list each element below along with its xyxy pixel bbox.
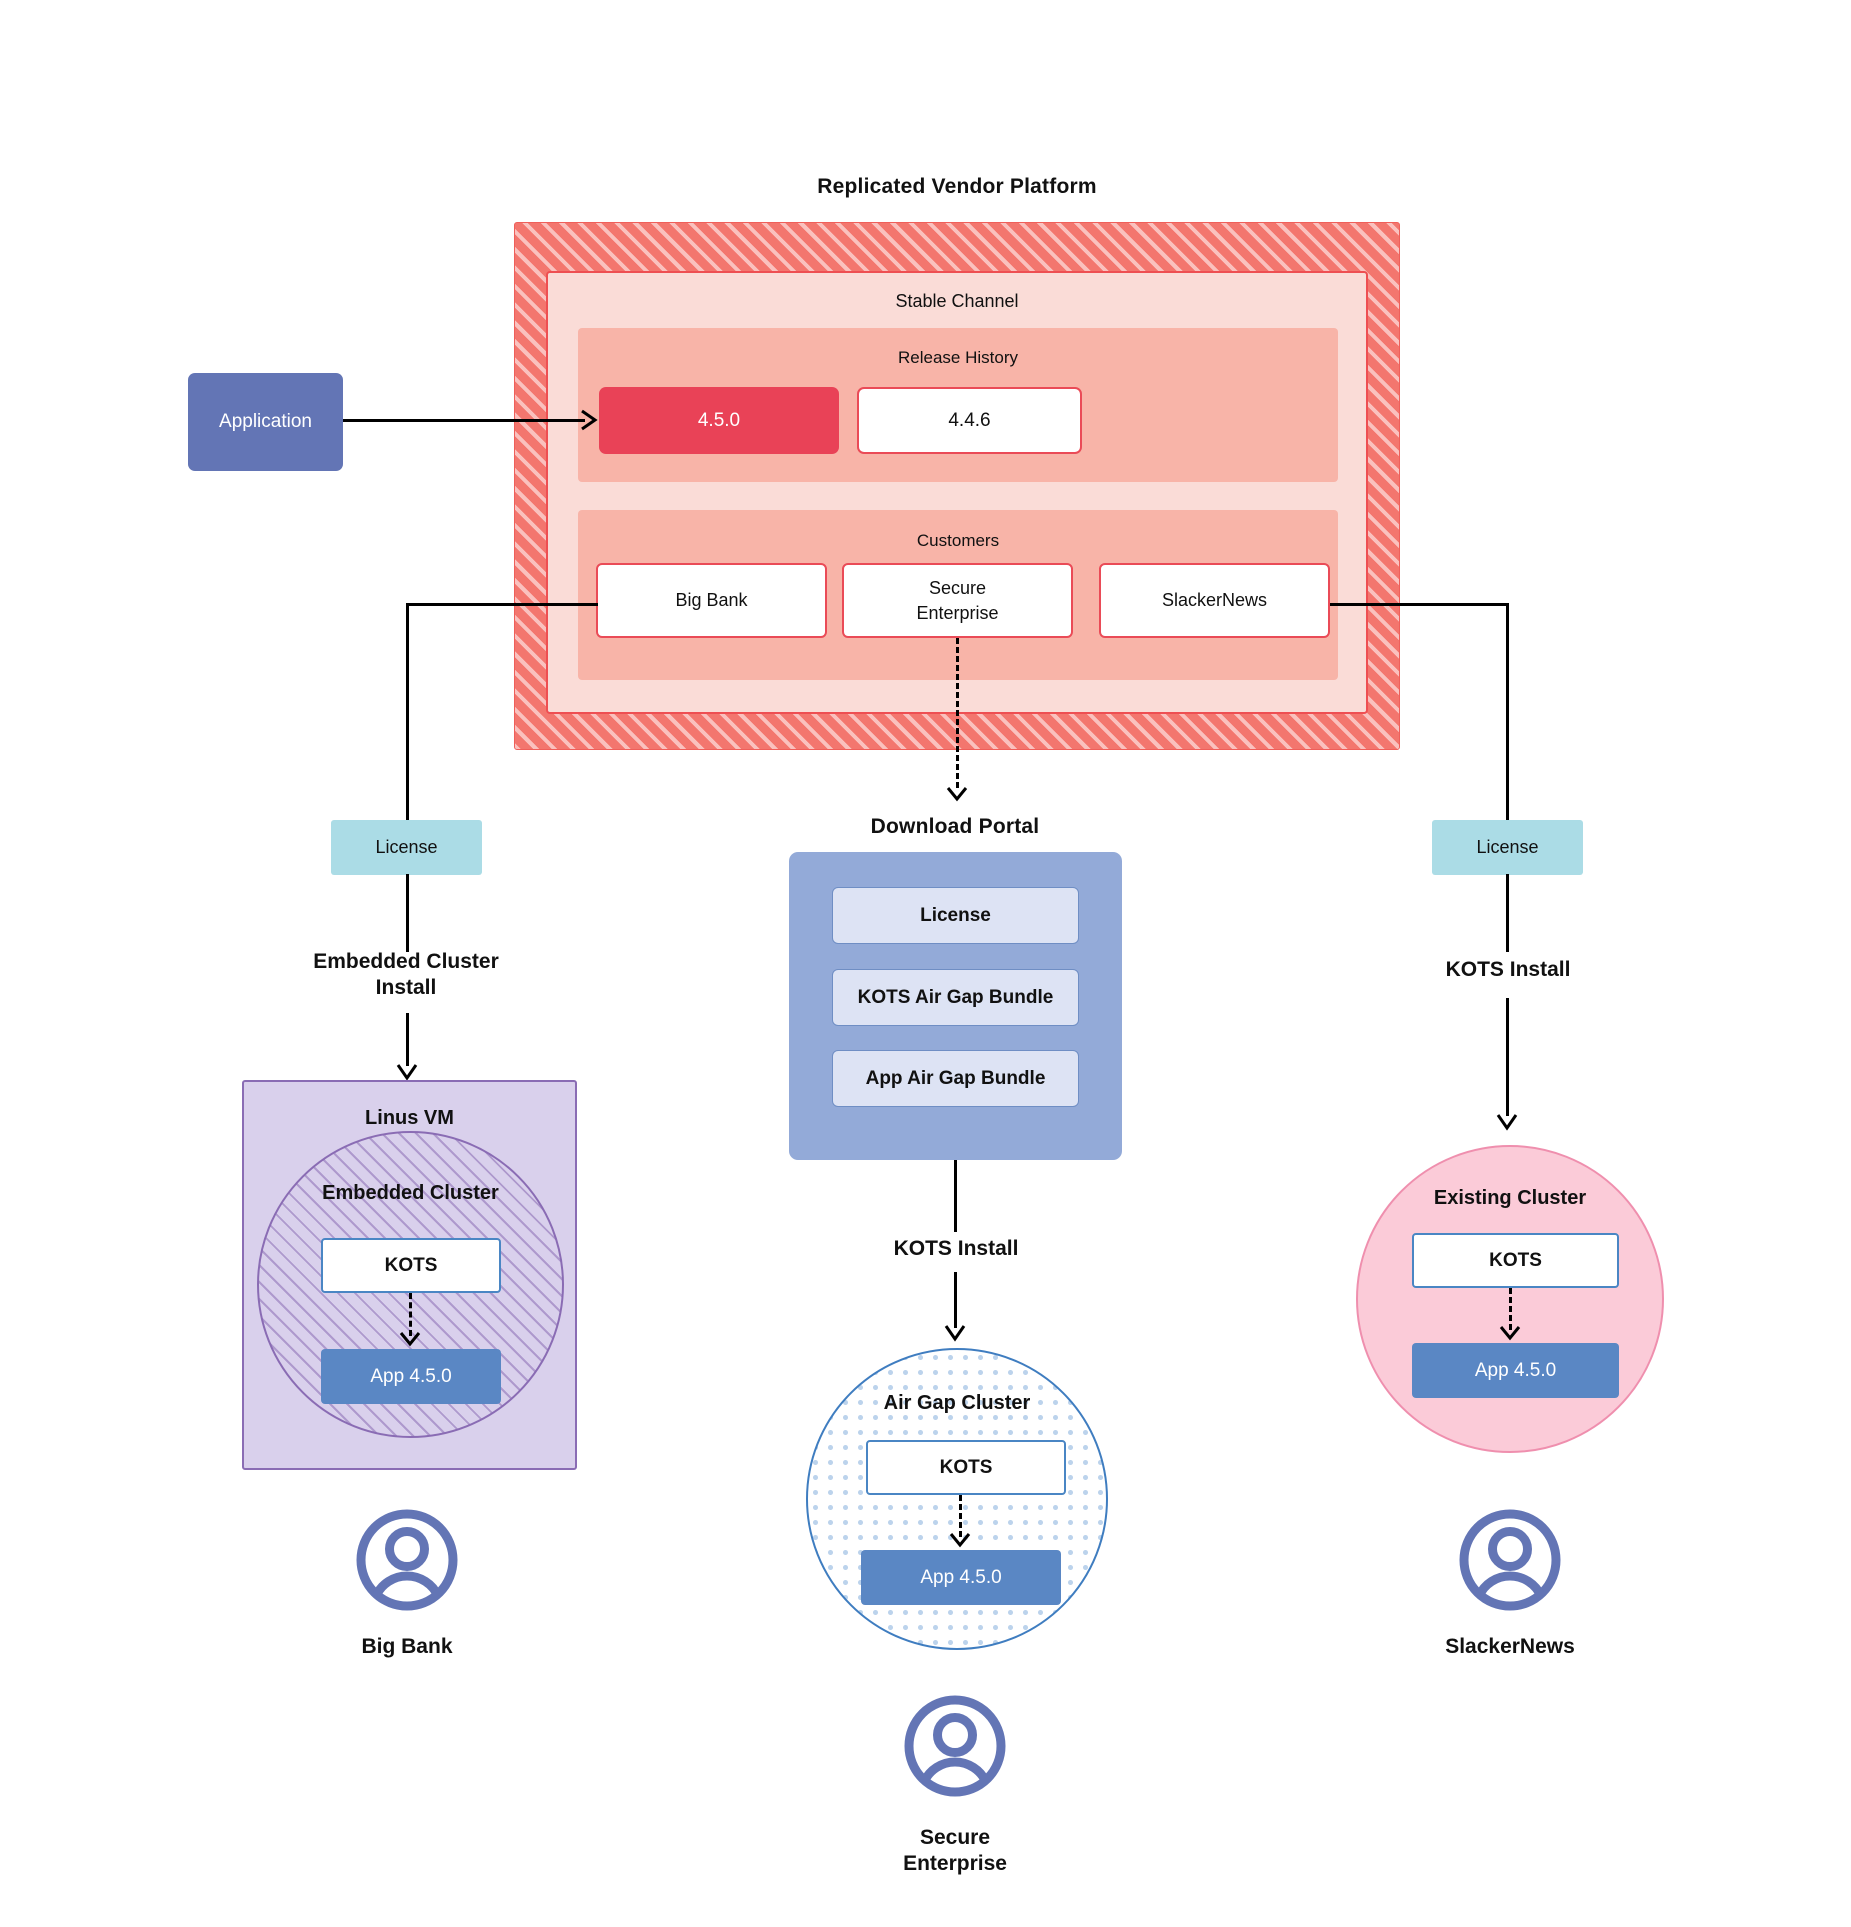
kots-to-app-arrowhead-center <box>949 1533 971 1548</box>
portal-item-kots-airgap-bundle[interactable]: KOTS Air Gap Bundle <box>832 969 1079 1026</box>
customer-card-big-bank[interactable]: Big Bank <box>596 563 827 638</box>
customer-label-line1: Secure <box>919 1825 991 1849</box>
customer-card-label: Big Bank <box>675 590 748 611</box>
portal-item-license[interactable]: License <box>832 887 1079 944</box>
kots-box-embedded[interactable]: KOTS <box>321 1238 501 1293</box>
airgap-arrowhead <box>944 1325 966 1342</box>
kots-box-existing[interactable]: KOTS <box>1412 1233 1619 1288</box>
user-avatar-icon-secure-enterprise <box>903 1694 1007 1798</box>
application-to-release-arrowhead <box>581 409 598 431</box>
existing-cluster-arrowhead <box>1496 1114 1518 1131</box>
air-gap-cluster-title: Air Gap Cluster <box>883 1391 1031 1414</box>
install-to-airgap-line <box>954 1272 957 1328</box>
user-avatar-icon-big-bank <box>355 1508 459 1612</box>
bigbank-branch-vertical <box>406 603 409 821</box>
user-avatar-icon-slackernews <box>1458 1508 1562 1612</box>
portal-arrowhead <box>946 787 968 802</box>
download-portal-title: Download Portal <box>870 815 1040 838</box>
slackernews-branch-horizontal <box>1330 603 1509 606</box>
license-to-install-left-line <box>406 874 409 952</box>
install-label-line2: Install <box>375 976 437 999</box>
portal-item-app-airgap-bundle[interactable]: App Air Gap Bundle <box>832 1050 1079 1107</box>
kots-to-app-dashed-left <box>409 1293 412 1336</box>
embedded-cluster-title: Embedded Cluster <box>322 1181 499 1204</box>
release-card-active[interactable]: 4.5.0 <box>599 387 839 454</box>
install-to-existing-cluster-line <box>1506 998 1509 1116</box>
install-label-line1: Embedded Cluster <box>313 949 499 973</box>
license-to-install-right-line <box>1506 874 1509 952</box>
kots-install-label-right: KOTS Install <box>1445 957 1571 981</box>
page-title: Replicated Vendor Platform <box>817 175 1097 198</box>
app-version-box-existing[interactable]: App 4.5.0 <box>1412 1343 1619 1398</box>
license-pill-right[interactable]: License <box>1432 820 1583 875</box>
install-to-vm-left-line <box>406 1013 409 1066</box>
stable-channel-title: Stable Channel <box>895 290 1019 311</box>
bigbank-branch-horizontal <box>406 603 598 606</box>
vm-arrowhead <box>396 1064 418 1081</box>
secure-enterprise-to-portal-dashed <box>956 638 959 788</box>
customer-label-slackernews: SlackerNews <box>1445 1634 1575 1658</box>
customer-label-secure-enterprise: Secure Enterprise <box>795 1818 1115 1884</box>
application-box[interactable]: Application <box>188 373 343 471</box>
license-pill-left[interactable]: License <box>331 820 482 875</box>
embedded-cluster-install-label: Embedded Cluster Install <box>246 945 566 1005</box>
kots-box-airgap[interactable]: KOTS <box>866 1440 1066 1495</box>
kots-to-app-arrowhead-left <box>399 1332 421 1347</box>
kots-install-label-center: KOTS Install <box>893 1236 1019 1260</box>
customer-label-big-bank: Big Bank <box>361 1634 453 1658</box>
customer-card-secure-enterprise[interactable]: Secure Enterprise <box>842 563 1073 638</box>
release-history-title: Release History <box>898 348 1018 367</box>
existing-cluster-title: Existing Cluster <box>1433 1186 1587 1209</box>
application-to-release-line <box>343 419 585 422</box>
slackernews-branch-vertical <box>1506 603 1509 821</box>
portal-to-install-line <box>954 1160 957 1232</box>
kots-to-app-arrowhead-right <box>1499 1326 1521 1341</box>
kots-to-app-dashed-center <box>959 1495 962 1537</box>
customer-card-label: SlackerNews <box>1161 590 1268 611</box>
app-version-box-airgap[interactable]: App 4.5.0 <box>861 1550 1061 1605</box>
customer-card-label: Secure Enterprise <box>916 578 999 623</box>
customers-title: Customers <box>916 531 1000 550</box>
release-card-previous[interactable]: 4.4.6 <box>857 387 1082 454</box>
linus-vm-title: Linus VM <box>365 1106 454 1129</box>
kots-to-app-dashed-right <box>1509 1288 1512 1330</box>
customer-label-line2: Enterprise <box>903 1852 1007 1875</box>
customer-card-slackernews[interactable]: SlackerNews <box>1099 563 1330 638</box>
app-version-box-embedded[interactable]: App 4.5.0 <box>321 1349 501 1404</box>
